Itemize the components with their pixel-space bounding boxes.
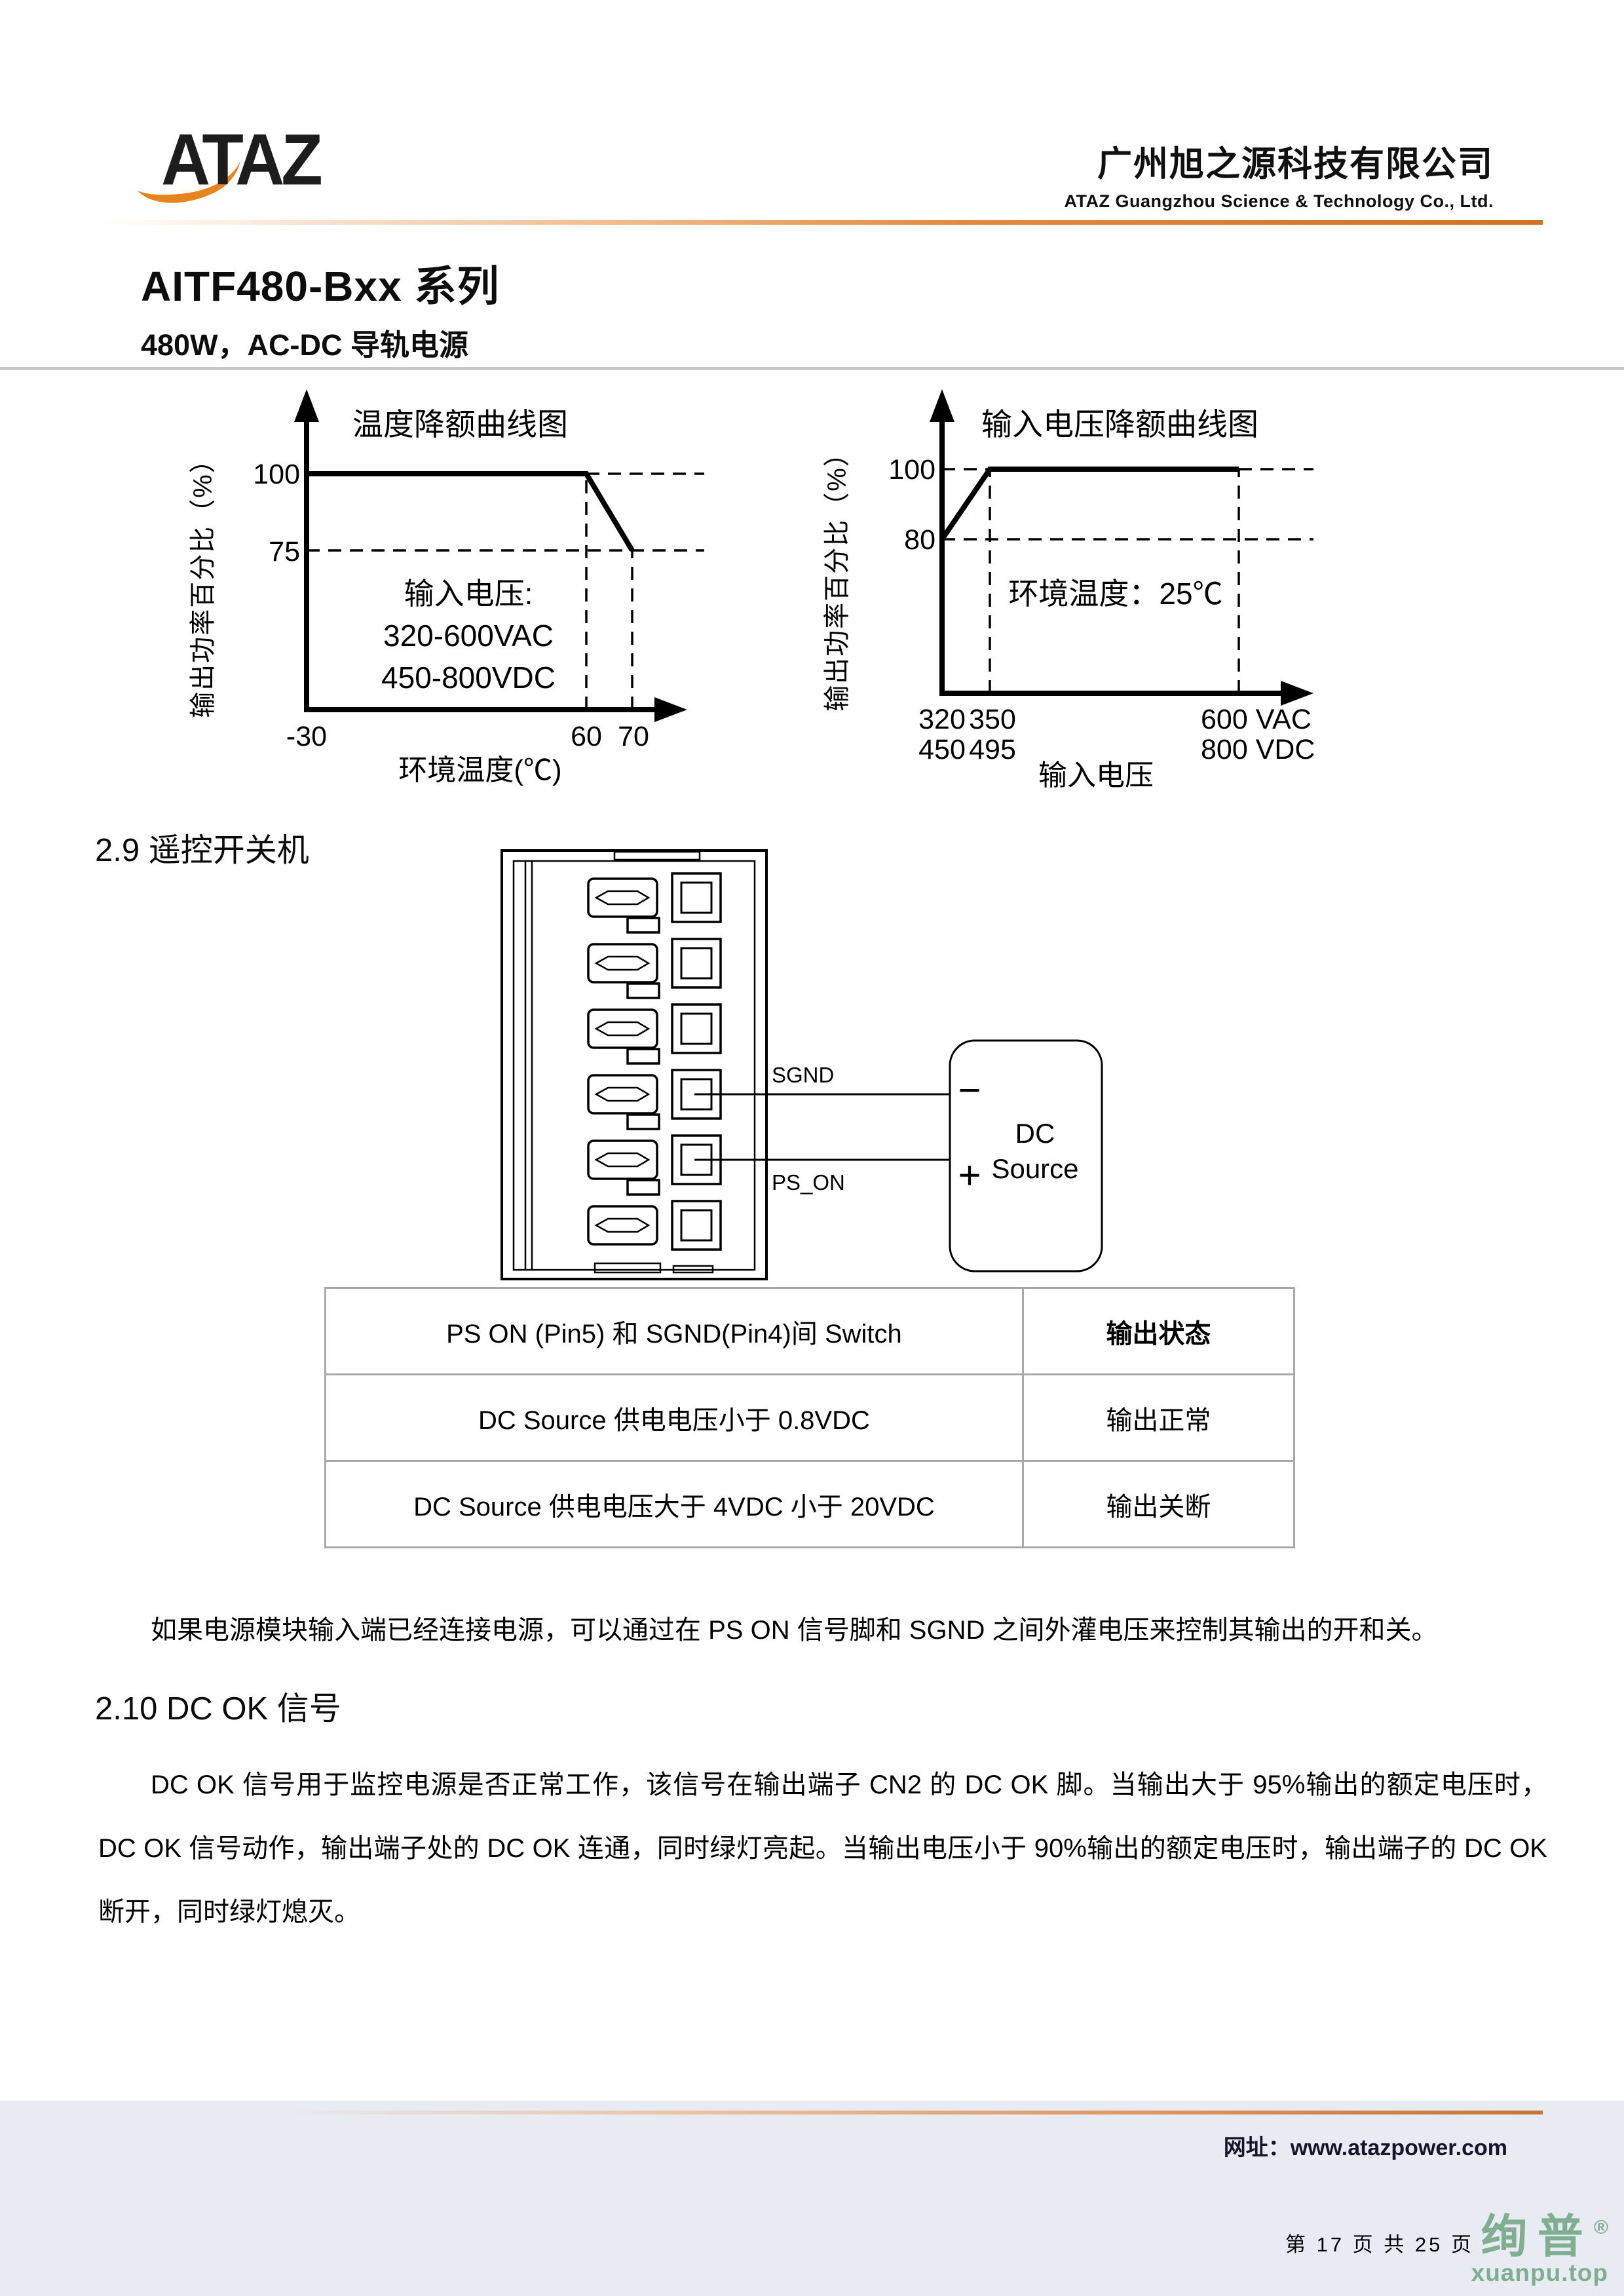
x-axis-arrow-icon — [1281, 681, 1313, 706]
table-cell-state-2: 输出关断 — [1021, 1460, 1296, 1548]
y-axis-label: 输出功率百分比（%） — [823, 439, 852, 712]
title-divider — [0, 367, 1624, 370]
y-axis-arrow-icon — [294, 389, 319, 422]
x-axis-label: 输入电压 — [1038, 759, 1154, 788]
y-axis-arrow-icon — [930, 389, 954, 422]
y-tick-100: 100 — [888, 454, 935, 486]
sgnd-label: SGND — [772, 1063, 834, 1087]
x-tick-minus30: -30 — [286, 721, 327, 752]
table-row: PS ON (Pin5) 和 SGND(Pin4)间 Switch 输出状态 — [324, 1287, 1296, 1375]
header-orange-rule — [98, 220, 1543, 225]
footer-orange-rule — [282, 2111, 1543, 2114]
derating-curve — [307, 471, 635, 552]
y-tick-80: 80 — [904, 524, 935, 556]
dc-source-text-1: DC — [1015, 1118, 1055, 1149]
remote-switch-diagram: SGND PS_ON − + DC Source — [500, 849, 1103, 1280]
x-tick-350: 350 — [969, 704, 1016, 735]
x-axis-label: 环境温度(℃) — [398, 754, 561, 786]
page-title: AITF480-Bxx 系列 — [141, 263, 500, 310]
table-header-output-state: 输出状态 — [1021, 1287, 1296, 1375]
page-subtitle: 480W，AC-DC 导轨电源 — [141, 328, 469, 362]
x-axis-arrow-icon — [654, 697, 687, 722]
ps-on-label: PS_ON — [772, 1170, 845, 1195]
dc-minus-sign: − — [958, 1068, 981, 1112]
chart-title: 输入电压降额曲线图 — [981, 407, 1258, 442]
x-tick-600vac: 600 VAC — [1201, 704, 1312, 735]
y-axis-label: 输出功率百分比（%） — [189, 446, 217, 718]
x-tick-495: 495 — [969, 734, 1016, 765]
footer-band — [0, 2101, 1624, 2296]
logo-text: ATAZ — [161, 120, 323, 201]
terminal-block-outline — [500, 849, 768, 1280]
table-header-switch: PS ON (Pin5) 和 SGND(Pin4)间 Switch — [324, 1287, 1024, 1375]
watermark-registered-icon: ® — [1593, 2217, 1608, 2238]
terminal-positions — [587, 872, 722, 1251]
x-tick-800vdc: 800 VDC — [1201, 734, 1315, 765]
input-voltage-derating-chart: 输入电压降额曲线图 100 80 320 350 600 VAC 450 495… — [823, 389, 1315, 788]
derating-curve — [939, 467, 1239, 541]
dashed-guides — [942, 468, 1313, 693]
x-tick-450: 450 — [918, 734, 966, 765]
annotation-line3: 450-800VDC — [381, 660, 556, 695]
x-tick-70: 70 — [618, 721, 649, 752]
dc-source-box — [949, 1039, 1103, 1272]
ataz-logo: ATAZ — [137, 120, 366, 207]
company-name-en: ATAZ Guangzhou Science & Technology Co.,… — [1064, 191, 1494, 211]
watermark-url: xuanpu.top — [1471, 2259, 1608, 2286]
table-cell-condition-2: DC Source 供电电压大于 4VDC 小于 20VDC — [324, 1460, 1024, 1548]
footer-website: 网址：www.atazpower.com — [1223, 2135, 1507, 2160]
footer-page-number: 第 17 页 共 25 页 — [1285, 2233, 1474, 2256]
annotation-ambient: 环境温度：25℃ — [1008, 577, 1222, 611]
watermark-cn: 绚普 — [1481, 2211, 1594, 2262]
table-row: DC Source 供电电压大于 4VDC 小于 20VDC 输出关断 — [324, 1460, 1296, 1548]
x-tick-60: 60 — [571, 721, 602, 752]
x-tick-320: 320 — [918, 704, 966, 735]
company-block: 广州旭之源科技有限公司 ATAZ Guangzhou Science & Tec… — [1065, 136, 1494, 212]
dashed-guides — [307, 472, 704, 710]
section-2-9-heading: 2.9 遥控开关机 — [95, 833, 309, 868]
y-tick-100: 100 — [253, 459, 300, 490]
remote-switch-table: PS ON (Pin5) 和 SGND(Pin4)间 Switch 输出状态 D… — [324, 1287, 1296, 1548]
section-2-10-body: DC OK 信号用于监控电源是否正常工作，该信号在输出端子 CN2 的 DC O… — [98, 1770, 1547, 1926]
section-2-9-note: 如果电源模块输入端已经连接电源，可以通过在 PS ON 信号脚和 SGND 之间… — [151, 1616, 1438, 1645]
table-row: DC Source 供电电压小于 0.8VDC 输出正常 — [324, 1373, 1296, 1462]
company-name-cn: 广州旭之源科技有限公司 — [1097, 145, 1494, 183]
annotation-line2: 320-600VAC — [383, 619, 554, 653]
section-2-10-heading: 2.10 DC OK 信号 — [95, 1691, 341, 1727]
annotation-line1: 输入电压: — [404, 577, 533, 611]
y-tick-75: 75 — [269, 536, 300, 567]
watermark: 绚普® xuanpu.top — [1471, 2213, 1608, 2285]
chart-title: 温度降额曲线图 — [352, 407, 568, 442]
dc-plus-sign: + — [958, 1153, 981, 1197]
dc-source-text-2: Source — [991, 1153, 1078, 1184]
logo-swoosh-icon — [137, 161, 240, 203]
temperature-derating-chart: 温度降额曲线图 100 75 -30 60 70 输入电压: 320-600VA… — [189, 389, 704, 786]
table-cell-condition-1: DC Source 供电电压小于 0.8VDC — [324, 1373, 1024, 1462]
table-cell-state-1: 输出正常 — [1021, 1373, 1296, 1462]
